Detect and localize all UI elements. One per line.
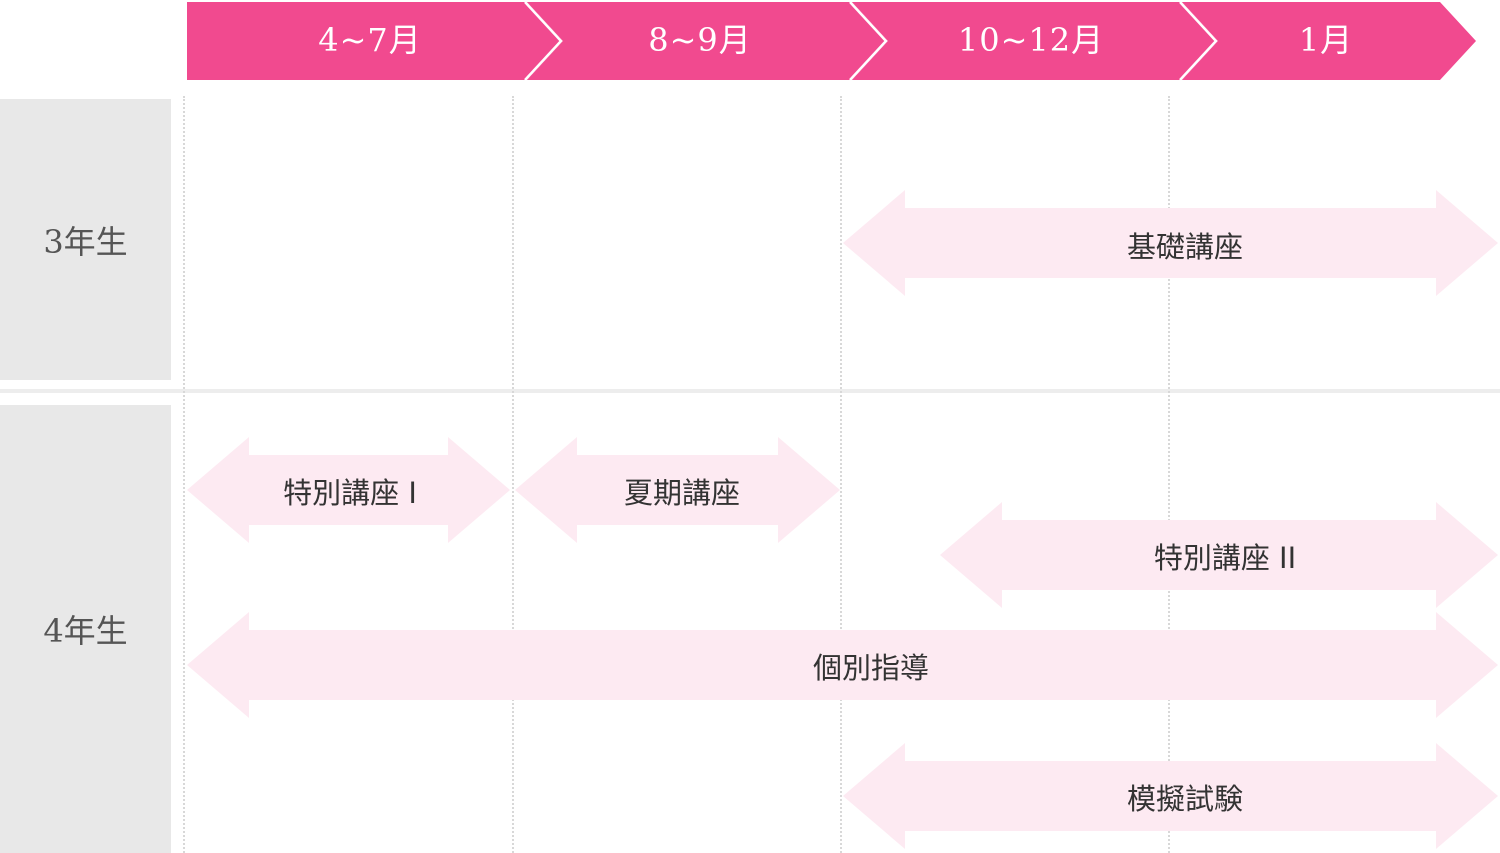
period-chevron-3 [852,2,1218,80]
timeline-header [187,1,1476,81]
row-divider [0,389,1500,393]
course-label-kiso: 基礎講座 [1126,230,1243,264]
gridline-oct [840,96,842,853]
course-label-mogi: 模擬試験 [1126,782,1243,816]
gridline-aug [512,96,514,853]
period-separator-3 [1179,1,1218,81]
gridline-jan [1168,96,1170,853]
timeline-chevrons [187,1,1476,81]
period-chevron-4 [1182,2,1476,80]
course-label-kaki: 夏期講座 [623,476,740,510]
grade-label-4th-year: 4年生 [0,405,171,853]
period-chevron-1 [187,2,563,80]
gridline-start [183,96,185,853]
period-chevron-2 [527,2,888,80]
course-label-kobetsu: 個別指導 [812,651,929,685]
period-label-aug-sep: 8~9月 [648,21,752,59]
period-separator-2 [849,1,888,81]
period-separator-1 [524,1,563,81]
grade-label-3rd-year: 3年生 [0,99,171,380]
period-label-jan: 1月 [1298,21,1354,59]
period-label-oct-dec: 10~12月 [957,21,1105,59]
course-label-tokubetsu-2: 特別講座 II [1153,541,1297,575]
grade-label-text: 3年生 [43,222,128,261]
period-label-apr-jul: 4~7月 [318,21,422,59]
course-label-tokubetsu-1: 特別講座 I [283,476,417,510]
grade-label-text: 4年生 [43,612,128,650]
